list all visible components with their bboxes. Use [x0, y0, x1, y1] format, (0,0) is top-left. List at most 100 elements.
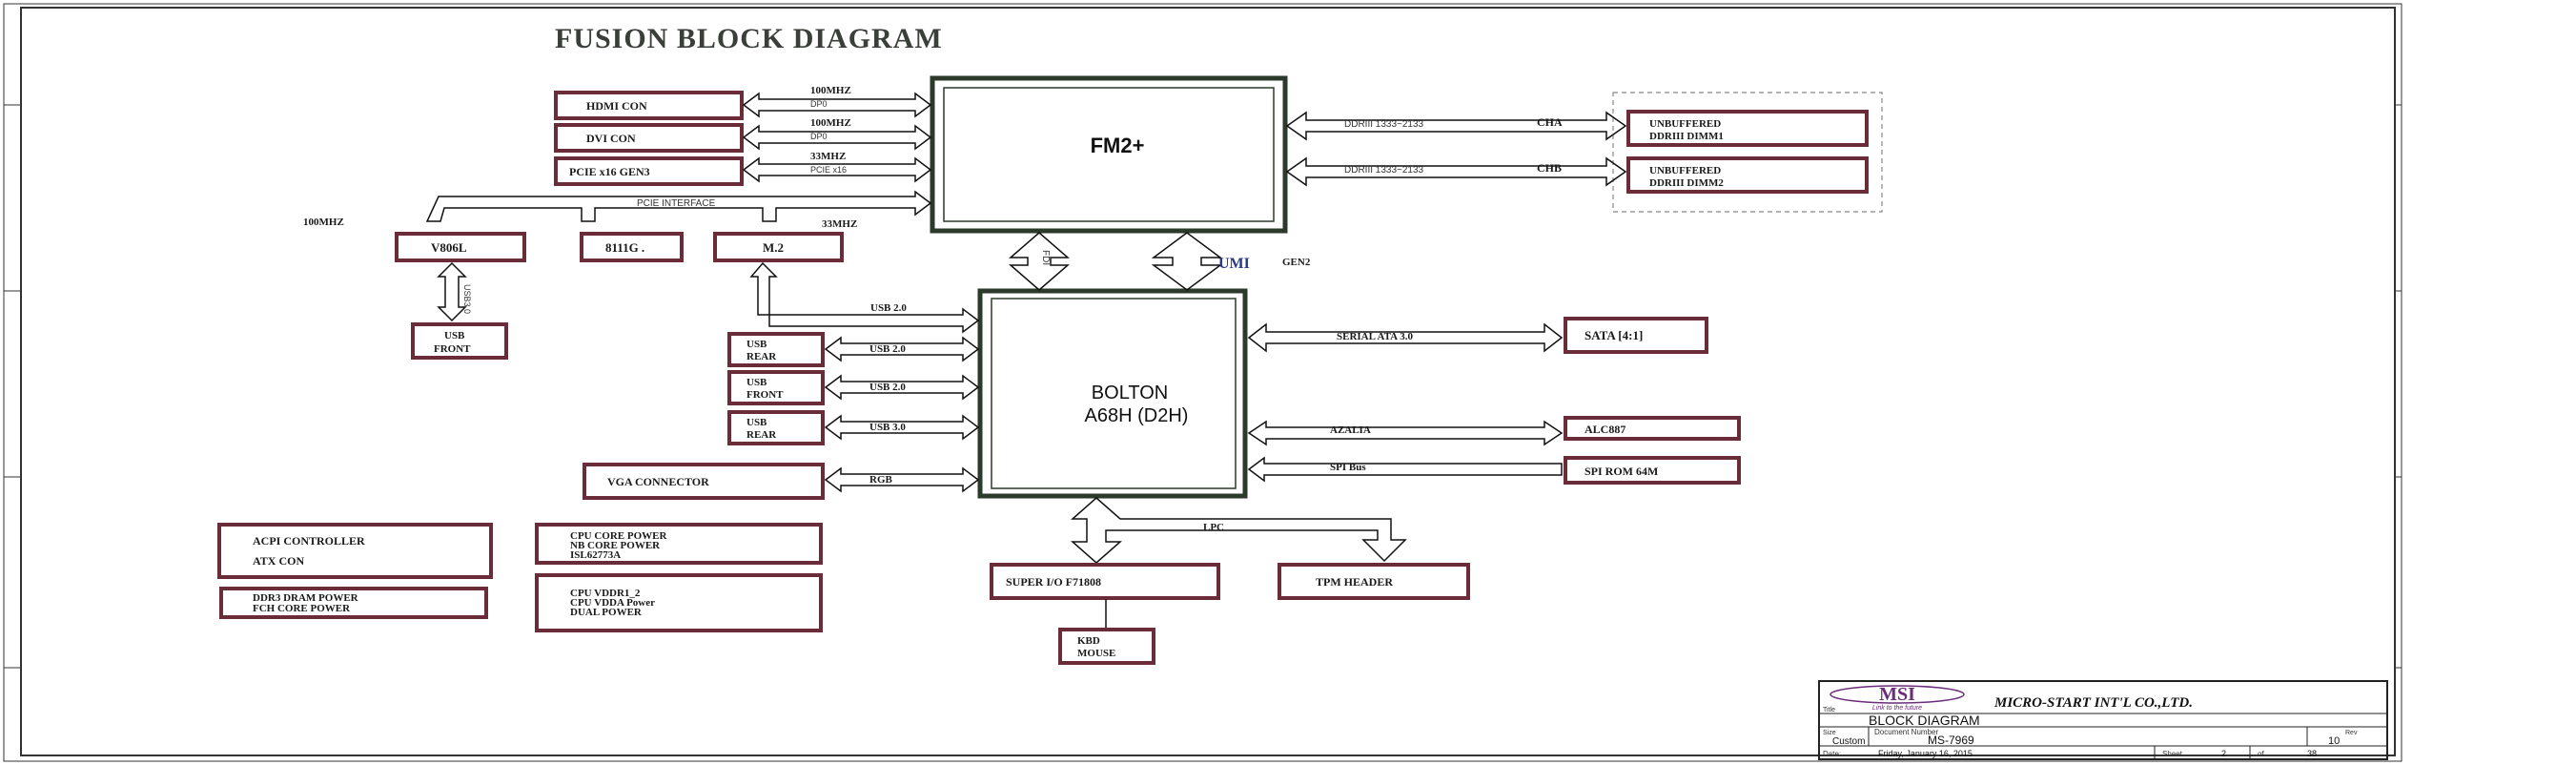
- 8111g-label: 8111G .: [605, 240, 644, 255]
- kbd-mouse-label-2: MOUSE: [1077, 648, 1115, 659]
- gen2-label: GEN2: [1282, 257, 1311, 268]
- vga-connector-box: [583, 463, 825, 500]
- vga-connector-label: VGA CONNECTOR: [607, 475, 709, 488]
- rev-field-label: Rev: [2345, 730, 2358, 736]
- rgb-link: [824, 466, 980, 493]
- pcie-bus-label: PCIE x16: [810, 165, 847, 175]
- cpu-vddr-label-3: DUAL POWER: [570, 607, 643, 618]
- pcie-gen3-label: PCIE x16 GEN3: [569, 165, 650, 178]
- usb-rear-3-label-2: REAR: [746, 429, 777, 441]
- m2-usb-label: USB 2.0: [870, 302, 907, 314]
- usb-rear-1-box: [727, 332, 825, 367]
- alc887-label: ALC887: [1584, 423, 1625, 436]
- rev-field-value: 10: [2328, 735, 2340, 747]
- chb-link: [1285, 156, 1627, 187]
- spi-link: [1247, 456, 1563, 483]
- usb-rear-1-label-1: USB: [746, 339, 767, 350]
- spi-bus-label: SPI Bus: [1330, 462, 1366, 473]
- fdi-label: FDI: [1040, 250, 1051, 265]
- cpu-vddr-label-1: CPU VDDR1_2: [570, 588, 641, 599]
- page-frame: [3, 3, 2402, 762]
- company-name: MICRO-START INT'L CO.,LTD.: [1993, 695, 2193, 711]
- cha-link: [1285, 111, 1627, 141]
- diagram-title: FUSION BLOCK DIAGRAM: [555, 23, 943, 54]
- dimm1-label-2: DDRIII DIMM1: [1649, 131, 1724, 142]
- 8111g-box: [580, 232, 684, 262]
- cha-label: CHA: [1537, 115, 1563, 129]
- usb-front-left-label-2: FRONT: [434, 343, 471, 355]
- v806l-label: V806L: [431, 240, 467, 255]
- acpi-box: [217, 523, 493, 579]
- msi-logo: MSI Link to the future: [1830, 684, 1965, 712]
- spi-rom-label: SPI ROM 64M: [1584, 465, 1658, 478]
- cpu-vddr-box: [535, 573, 823, 632]
- azalia-link: [1247, 420, 1564, 446]
- rgb-label: RGB: [869, 474, 893, 486]
- lpc-label: LPC: [1203, 522, 1224, 533]
- sata-label: SATA [4:1]: [1584, 328, 1643, 342]
- size-field-value: Custom: [1832, 736, 1865, 747]
- cpu-core-power-box: [535, 523, 823, 565]
- chb-label: CHB: [1537, 161, 1562, 175]
- alc887-box: [1564, 416, 1741, 441]
- lpc-link: [1071, 497, 1407, 564]
- size-field-label: Size: [1823, 730, 1836, 736]
- usb-rear-3-box: [727, 410, 825, 445]
- sheet-field-value: 2: [2221, 749, 2226, 758]
- bolton-block: BOLTON A68H (D2H): [977, 288, 1248, 499]
- pcie-link: [742, 156, 932, 183]
- cpu-core-power-label-2: NB CORE POWER: [570, 540, 661, 551]
- spi-rom-box: [1564, 456, 1741, 485]
- usb30-vertical-label: USB3.0: [462, 284, 472, 314]
- m2-label: M.2: [763, 240, 784, 255]
- docnum-field-value: MS-7969: [1928, 734, 1974, 747]
- docnum-field-label: Document Number: [1874, 728, 1938, 736]
- pcie-gen3-box: [554, 156, 744, 186]
- fm2plus-label: FM2+: [1091, 134, 1145, 157]
- svg-text:MSI: MSI: [1879, 684, 1915, 705]
- dvi-link: [742, 124, 932, 151]
- hdmi-link: [742, 92, 932, 118]
- acpi-label-2: ATX CON: [253, 554, 304, 568]
- dimm2-label-2: DDRIII DIMM2: [1649, 177, 1724, 189]
- of-field-value: 38: [2307, 749, 2317, 758]
- date-field-value: Friday, January 16, 2015: [1878, 749, 1973, 758]
- left-freq-label: 100MHZ: [303, 217, 344, 228]
- fdi-link: [1008, 232, 1071, 291]
- super-io-box: [990, 563, 1220, 600]
- of-field-label: of: [2258, 750, 2264, 758]
- dimm2-box: [1626, 156, 1869, 194]
- hdmi-freq-label: 100MHZ: [810, 85, 851, 96]
- dvi-con-label: DVI CON: [586, 132, 636, 145]
- tpm-header-label: TPM HEADER: [1316, 575, 1393, 589]
- pcie-interface-bus: [425, 190, 932, 222]
- usb-front-2-label-2: FRONT: [746, 389, 784, 401]
- tpm-header-box: [1278, 563, 1470, 600]
- usb-rear-1-label-2: REAR: [746, 351, 777, 362]
- dimm1-label-1: UNBUFFERED: [1649, 118, 1721, 130]
- ddr3-power-box: [219, 587, 488, 619]
- dimm2-label-1: UNBUFFERED: [1649, 165, 1721, 176]
- usb30-vertical-link: [437, 261, 467, 322]
- cpu-core-power-label-3: ISL62773A: [570, 549, 621, 561]
- dvi-bus-label: DP0: [810, 132, 828, 141]
- date-field-label: Date:: [1823, 750, 1841, 758]
- usb-rear-1-link: [824, 336, 980, 362]
- acpi-label-1: ACPI CONTROLLER: [253, 534, 365, 548]
- sata-link: [1247, 322, 1564, 353]
- bolton-label: BOLTON: [1092, 382, 1168, 403]
- kbd-mouse-box: [1058, 628, 1155, 665]
- m2-usb-link: [749, 261, 980, 334]
- hdmi-bus-label: DP0: [810, 99, 828, 109]
- usb-front-2-box: [727, 370, 825, 405]
- dvi-con-box: [554, 123, 744, 153]
- kbd-mouse-label-1: KBD: [1077, 635, 1100, 647]
- sata-link-label: SERIAL ATA 3.0: [1337, 331, 1413, 342]
- sata-box: [1564, 317, 1708, 354]
- umi-link: [1151, 232, 1223, 291]
- umi-label: UMI: [1218, 256, 1250, 272]
- sheet-field-label: Sheet: [2162, 750, 2183, 758]
- title-field-label: Title: [1823, 707, 1835, 713]
- title-field-value: BLOCK DIAGRAM: [1869, 713, 1980, 728]
